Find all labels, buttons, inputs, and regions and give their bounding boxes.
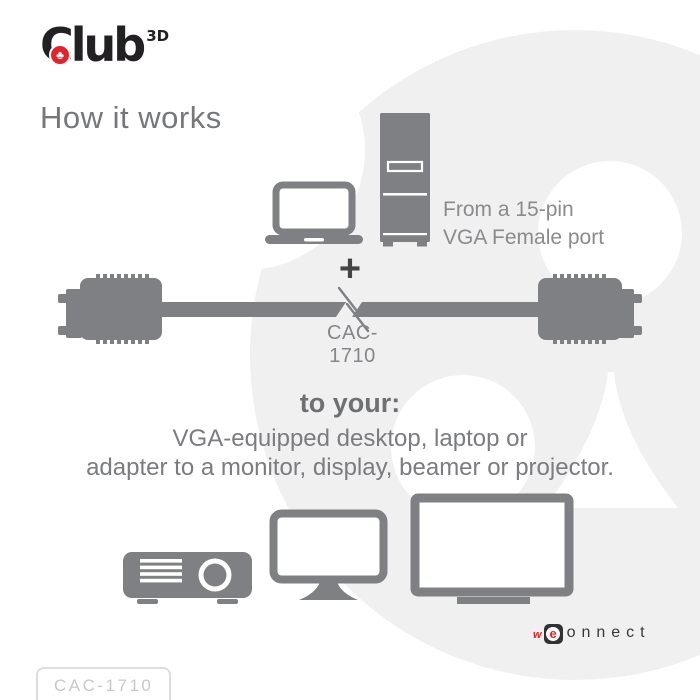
monitor-icon — [269, 509, 388, 600]
plus-sign: + — [338, 248, 362, 290]
source-caption-line2: VGA Female port — [443, 226, 605, 249]
club-suit-icon: ♣ — [49, 44, 71, 66]
vga-connector-left-icon — [58, 274, 162, 344]
projector-icon — [123, 552, 252, 604]
vga-connector-right-icon — [538, 274, 642, 344]
destination-caption: to your: VGA-equipped desktop, laptop or… — [0, 388, 700, 482]
weconnect-logo: w e onnect — [533, 622, 651, 644]
product-code-badge: CAC-1710 — [36, 667, 172, 700]
destination-line2: adapter to a monitor, display, beamer or… — [86, 454, 614, 481]
desktop-tower-icon — [380, 113, 430, 247]
destination-line1: VGA-equipped desktop, laptop or — [172, 425, 528, 452]
logo-3d-superscript: 3D — [146, 27, 170, 45]
cable-model-label: CAC-1710 — [327, 322, 378, 367]
destination-title: to your: — [299, 388, 401, 418]
weconnect-w: w — [533, 629, 542, 641]
weconnect-wordmark: onnect — [566, 624, 651, 641]
tv-icon — [410, 493, 574, 604]
weconnect-badge-icon: e — [543, 624, 563, 644]
source-caption-line1: From a 15-pin — [443, 198, 574, 221]
laptop-icon — [265, 181, 363, 244]
page-title: How it works — [40, 100, 222, 135]
weconnect-e: e — [549, 626, 557, 641]
source-port-caption: From a 15-pin VGA Female port — [443, 196, 604, 252]
